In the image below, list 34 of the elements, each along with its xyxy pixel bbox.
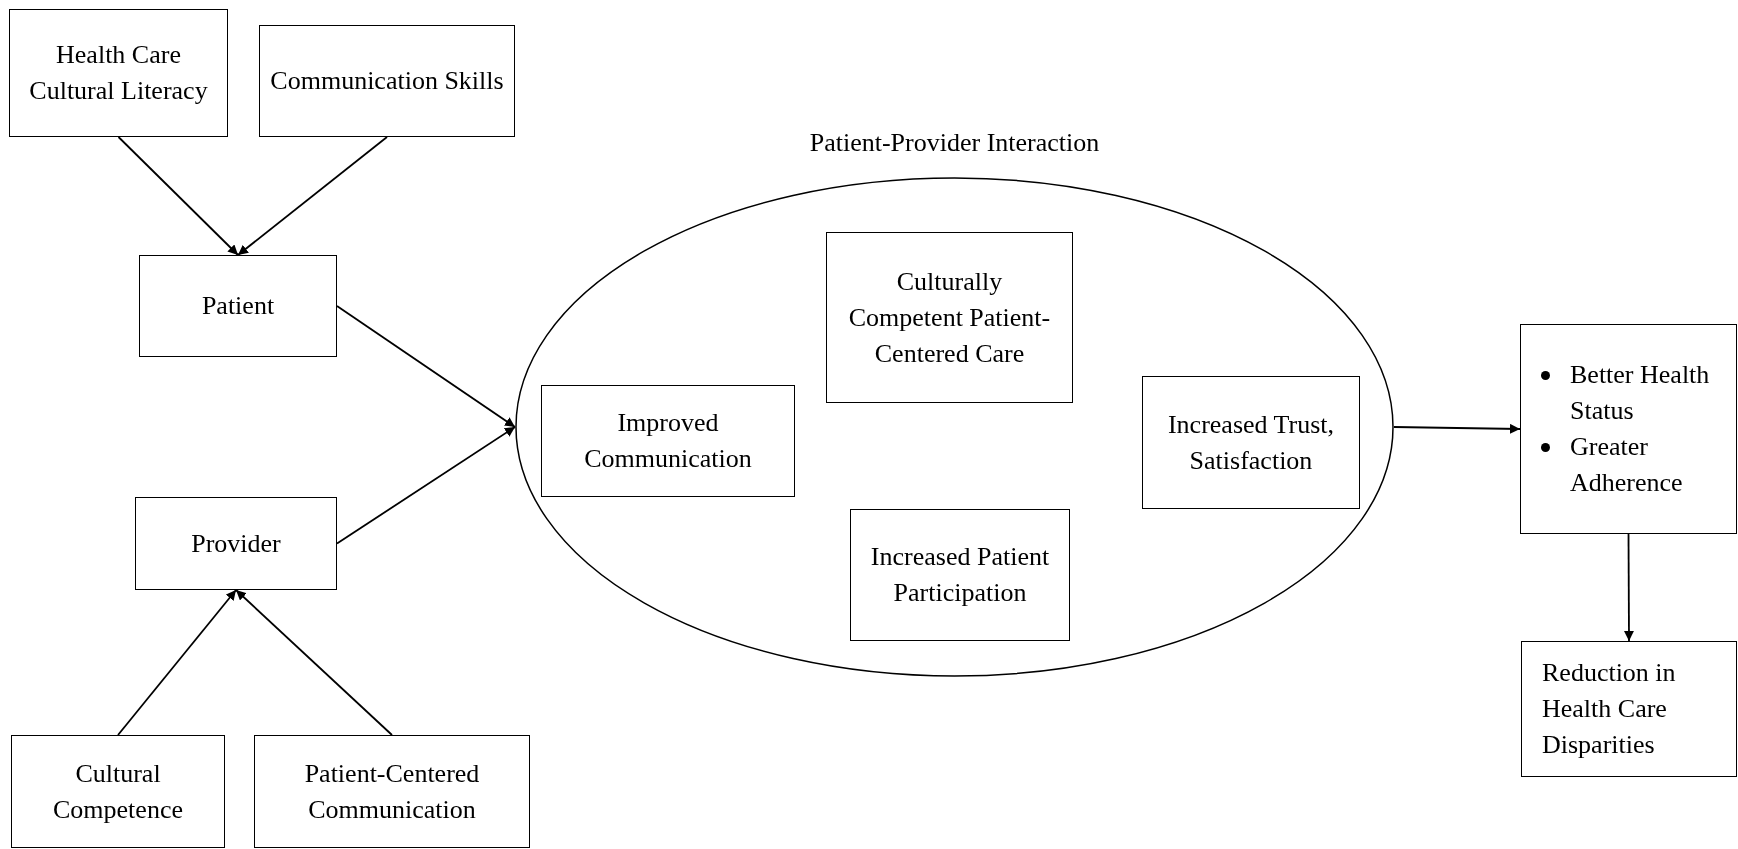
- box-label: Reduction in Health Care Disparities: [1542, 657, 1677, 761]
- ellipse-title: Patient-Provider Interaction: [808, 127, 1101, 159]
- box-label: Communication Skills: [270, 65, 504, 97]
- arrow: [1623, 533, 1634, 642]
- arrow: [237, 136, 388, 256]
- arrow: [336, 305, 516, 428]
- concept-box: [139, 255, 337, 357]
- arrow: [235, 589, 393, 736]
- box-label: Patient-Centered Communication: [303, 757, 481, 826]
- box-label: Increased Trust, Satisfaction: [1166, 408, 1336, 477]
- arrow: [336, 426, 516, 545]
- concept-box: [850, 509, 1070, 641]
- concept-box: [135, 497, 337, 590]
- concept-box: [826, 232, 1073, 403]
- box-label: Culturally Competent Patient-Centered Care: [847, 265, 1052, 370]
- concept-box: [1142, 376, 1360, 509]
- arrow: [117, 136, 239, 256]
- arrow: [117, 589, 237, 736]
- box-label: Increased Patient Participation: [869, 541, 1051, 609]
- concept-box: [541, 385, 795, 497]
- box-label: Provider: [191, 527, 281, 560]
- list-item: Greater Adherence: [1570, 431, 1684, 499]
- box-label: Improved Communication: [583, 407, 753, 475]
- concept-box: [259, 25, 515, 137]
- outcome-box: [1521, 641, 1737, 777]
- arrow: [1393, 423, 1521, 434]
- outcome-box: [1520, 324, 1737, 534]
- box-label: Health Care Cultural Literacy: [28, 39, 209, 107]
- box-label: Patient: [201, 290, 275, 322]
- list-item: Better Health Status: [1570, 359, 1711, 427]
- concept-box: [11, 735, 225, 848]
- concept-box: [9, 9, 228, 137]
- concept-box: [254, 735, 530, 848]
- box-label: Cultural Competence: [52, 757, 184, 826]
